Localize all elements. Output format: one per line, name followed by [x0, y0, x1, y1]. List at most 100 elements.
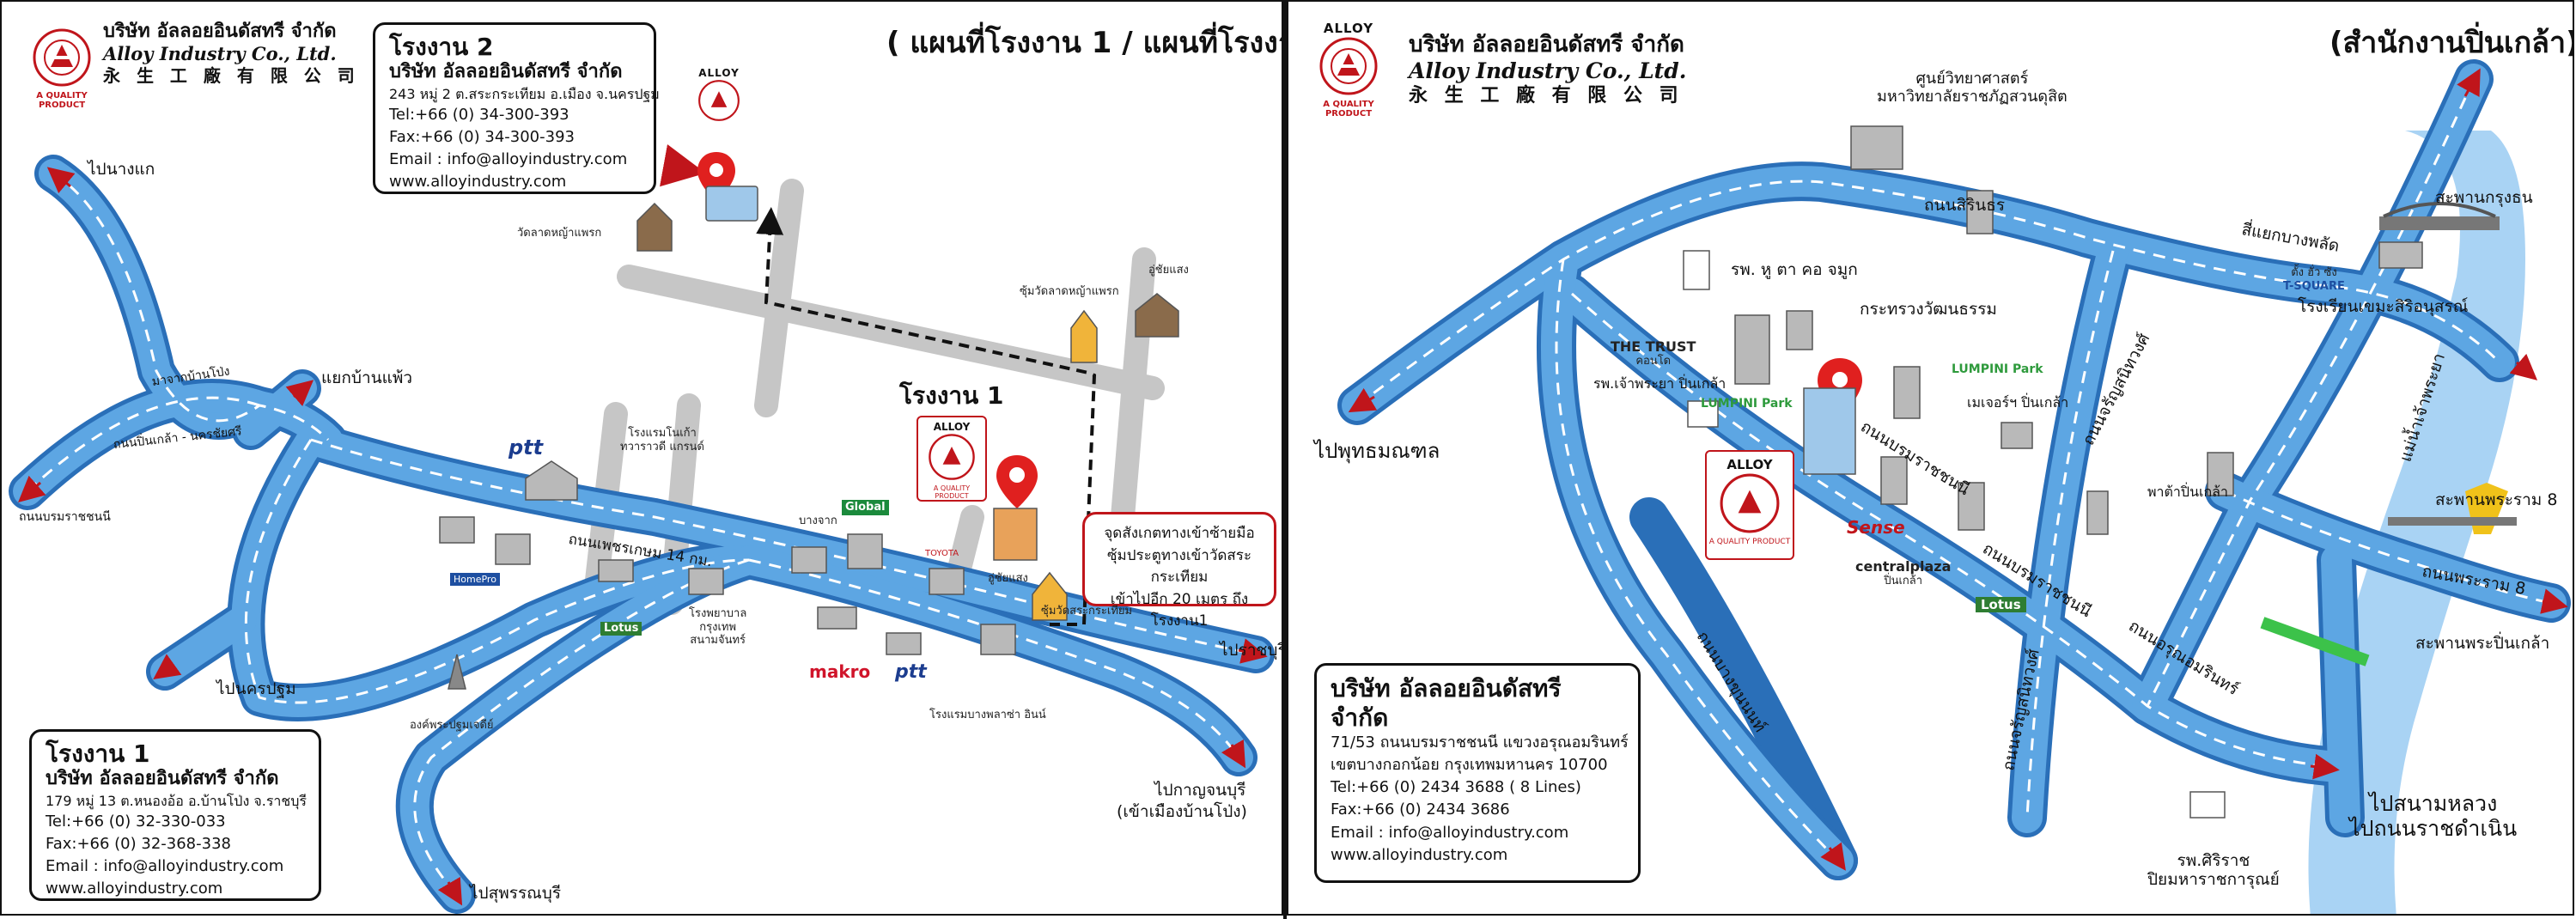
factory-1-fax: Fax:+66 (0) 32-368-338	[46, 834, 231, 853]
logo-tagline: A QUALITY PRODUCT	[36, 91, 88, 110]
company-english-right: Alloy Industry Co., Ltd.	[1409, 58, 1687, 84]
road-label-ratchachonnani-left: ถนนบรมราชชนนี	[19, 510, 111, 524]
place-major: เมเจอร์ฯ ปิ่นเกล้า	[1967, 394, 2069, 411]
place-to-sanam-luang: ไปสนามหลวง ไปถนนราชดำเนิน	[2349, 791, 2517, 842]
company-name-right: บริษัท อัลลอยอินดัสทรี จำกัด Alloy Indus…	[1409, 32, 1686, 107]
factory-2-logo-brand: ALLOY	[698, 67, 740, 79]
office-address-1: 71/53 ถนนบรมราชชนนี แขวงอรุณอมรินทร์	[1331, 733, 1629, 752]
factory-1-logo-brand: ALLOY	[933, 421, 971, 433]
dir-ban-phaeo: แยกบ้านแพ้ว	[321, 368, 413, 387]
panel-divider	[1283, 0, 1287, 919]
place-sense: Sense	[1847, 517, 1905, 538]
direction-arrows	[18, 167, 1268, 906]
place-science-center: ศูนย์วิทยาศาสตร์ มหาวิทยาลัยราชภัฏสวนดุส…	[1877, 70, 2067, 106]
place-t-square: ตั้ง ฮั่ว ซัง T-SQUARE	[2283, 266, 2345, 293]
factory-2-info-box: โรงงาน 2 บริษัท อัลลอยอินดัสทรี จำกัด 24…	[373, 22, 660, 194]
location-pin-factory-1	[996, 455, 1038, 508]
company-name-left: บริษัท อัลลอยอินดัสทรี จำกัด Alloy Indus…	[103, 21, 360, 86]
place-the-trust-b: คอนโด	[1635, 355, 1672, 368]
left-map-roads	[9, 144, 1275, 914]
landmark-hotel-1-a: โรงแรมโนเก้า	[628, 427, 697, 440]
company-english: Alloy Industry Co., Ltd.	[103, 43, 337, 65]
landmark-hospital-c: สนามจันทร์	[690, 634, 746, 648]
landmark-u-chan-saeng-top: อู่ชัยแสง	[1148, 264, 1189, 277]
factory-1-tel: Tel:+66 (0) 32-330-033	[46, 812, 226, 831]
brand-lotus: Lotus	[600, 622, 642, 636]
brand-toyota: TOYOTA	[925, 549, 959, 558]
brand-makro: makro	[809, 661, 871, 682]
landmark-hospital: โรงพยาบาล กรุงเทพ สนามจันทร์	[689, 607, 746, 648]
entrance-note-box: จุดสังเกตทางเข้าซ้ายมือ ซุ้มประตูทางเข้า…	[1082, 512, 1276, 630]
dir-ratchaburi: ไปราชบุรี	[1220, 641, 1283, 660]
buildings	[439, 186, 1179, 690]
factory-1-title: โรงงาน 1	[46, 739, 150, 768]
office-logo-brand: ALLOY	[1726, 457, 1773, 472]
dir-top-left: ไปนางแก	[88, 160, 155, 179]
factory-2-fax: Fax:+66 (0) 34-300-393	[389, 127, 575, 146]
factory-2-company: บริษัท อัลลอยอินดัสทรี จำกัด	[389, 61, 623, 83]
place-the-trust-a: THE TRUST	[1611, 338, 1696, 355]
company-thai: บริษัท อัลลอยอินดัสทรี จำกัด	[103, 21, 337, 42]
place-hospital-hua: รพ. หู ตา คอ จมูก	[1731, 260, 1858, 279]
factory-1-info-box: โรงงาน 1 บริษัท อัลลอยอินดัสทรี จำกัด 17…	[29, 729, 321, 901]
office-address-2: เขตบางกอกน้อย กรุงเทพมหานคร 10700	[1331, 756, 1608, 775]
office-logo-box: ALLOY A QUALITY PRODUCT	[1705, 450, 1794, 560]
place-lotus: Lotus	[1976, 597, 2026, 612]
place-pinklao-bridge: สะพานพระปิ่นเกล้า	[2415, 634, 2550, 653]
alloy-logo-right-brand: ALLOY	[1323, 21, 1374, 36]
factory-1-logo-tagline: A QUALITY PRODUCT	[933, 484, 971, 500]
place-central-b: ปิ่นเกล้า	[1884, 575, 1923, 588]
place-to-phutthamonthon: ไปพุทธมณฑล	[1314, 439, 1440, 463]
left-map-panel: ( แผนที่โรงงาน 1 / แผนที่โรงงาน 2 ) A QU…	[0, 0, 1283, 916]
landmark-u-chan-saeng: อู่ชัยแสง	[988, 572, 1028, 585]
office-company: บริษัท อัลลอยอินดัสทรี จำกัด	[1331, 674, 1562, 732]
right-map-panel: (สำนักงานปิ่นเกล้า) ALLOY A QUALITY PROD…	[1287, 0, 2574, 916]
place-central-a: centralplaza	[1855, 558, 1952, 575]
office-fax: Fax:+66 (0) 2434 3686	[1331, 800, 1510, 819]
factory-1-address: 179 หมู่ 13 ต.หนองอ้อ อ.บ้านโป่ง จ.ราชบุ…	[46, 792, 308, 809]
entrance-note-line-1: จุดสังเกตทางเข้าซ้ายมือ	[1104, 525, 1255, 542]
factory-2-title: โรงงาน 2	[389, 33, 494, 61]
place-siriraj: รพ.ศิริราช ปิยมหาราชการุณย์	[2147, 851, 2280, 890]
company-chinese-right: 永 生 工 廠 有 限 公 司	[1409, 84, 1684, 107]
bridges	[2260, 202, 2517, 666]
office-email: Email : info@alloyindustry.com	[1331, 823, 1569, 842]
place-lumpini-2: LUMPINI Park	[1701, 397, 1793, 411]
alloy-logo-right-emblem-icon	[1319, 37, 1378, 95]
right-buildings	[1683, 125, 2423, 819]
factory-1-logo-box: ALLOY A QUALITY PRODUCT	[917, 416, 987, 502]
landmark-hospital-b: กรุงเทพ	[699, 620, 737, 634]
office-info-box: บริษัท อัลลอยอินดัสทรี จำกัด 71/53 ถนนบร…	[1314, 663, 1641, 883]
right-direction-arrows	[1348, 68, 2568, 871]
landmark-soem-wat-lat: ซุ้มวัดลาดหญ้าแพรก	[1020, 285, 1119, 298]
right-map-title: (สำนักงานปิ่นเกล้า)	[2329, 26, 2574, 60]
factory-1-email: Email : info@alloyindustry.com	[46, 856, 284, 875]
factory-1-logo-emblem-icon	[929, 434, 975, 480]
dir-suphanburi: ไปสุพรรณบุรี	[470, 884, 562, 903]
place-the-trust: THE TRUST คอนโด	[1611, 338, 1696, 368]
factory-2-address: 243 หมู่ 2 ต.สระกระเทียม อ.เมือง จ.นครปฐ…	[389, 85, 660, 102]
landmark-phra-pathom: องค์พระปฐมเจดีย์	[410, 719, 494, 732]
place-krung-thon-bridge: สะพานกรุงธน	[2435, 188, 2533, 207]
alloy-logo-emblem-icon	[33, 28, 91, 87]
place-central: centralplaza ปิ่นเกล้า	[1855, 558, 1951, 588]
company-chinese: 永 生 工 廠 有 限 公 司	[103, 64, 360, 86]
factory-2-logo: ALLOY	[689, 67, 749, 125]
office-web: www.alloyindustry.com	[1331, 845, 1508, 864]
office-logo-emblem-icon	[1720, 473, 1780, 533]
landmark-soem-wat-sra: ซุ้มวัดสระกระเทียม	[1041, 605, 1133, 618]
road-sirindhorn: ถนนสิรินธร	[1924, 196, 2006, 215]
alloy-logo-left: A QUALITY PRODUCT	[27, 27, 96, 110]
landmark-hotel-1-b: ทวาราวดี แกรนด์	[620, 440, 704, 453]
place-school: โรงเรียนเขมะสิริอนุสรณ์	[2298, 297, 2469, 316]
factory-2-web: www.alloyindustry.com	[389, 173, 567, 192]
place-science-center-b: มหาวิทยาลัยราชภัฏสวนดุสิต	[1877, 87, 2067, 106]
dir-kanchanaburi-2: (เข้าเมืองบ้านโป่ง)	[1117, 802, 1247, 821]
place-chaophraya-hospital: รพ.เจ้าพระยา ปิ่นเกล้า	[1593, 375, 1726, 392]
place-lumpini-1: LUMPINI Park	[1952, 362, 2043, 376]
alloy-logo-right-tagline: A QUALITY PRODUCT	[1323, 100, 1374, 119]
right-map-roads	[1337, 59, 2571, 914]
place-to-sanam-luang-a: ไปสนามหลวง	[2368, 791, 2498, 816]
alloy-logo-right: ALLOY A QUALITY PRODUCT	[1312, 21, 1385, 119]
dir-nakhon-pathom: ไปนครปฐม	[216, 679, 296, 698]
